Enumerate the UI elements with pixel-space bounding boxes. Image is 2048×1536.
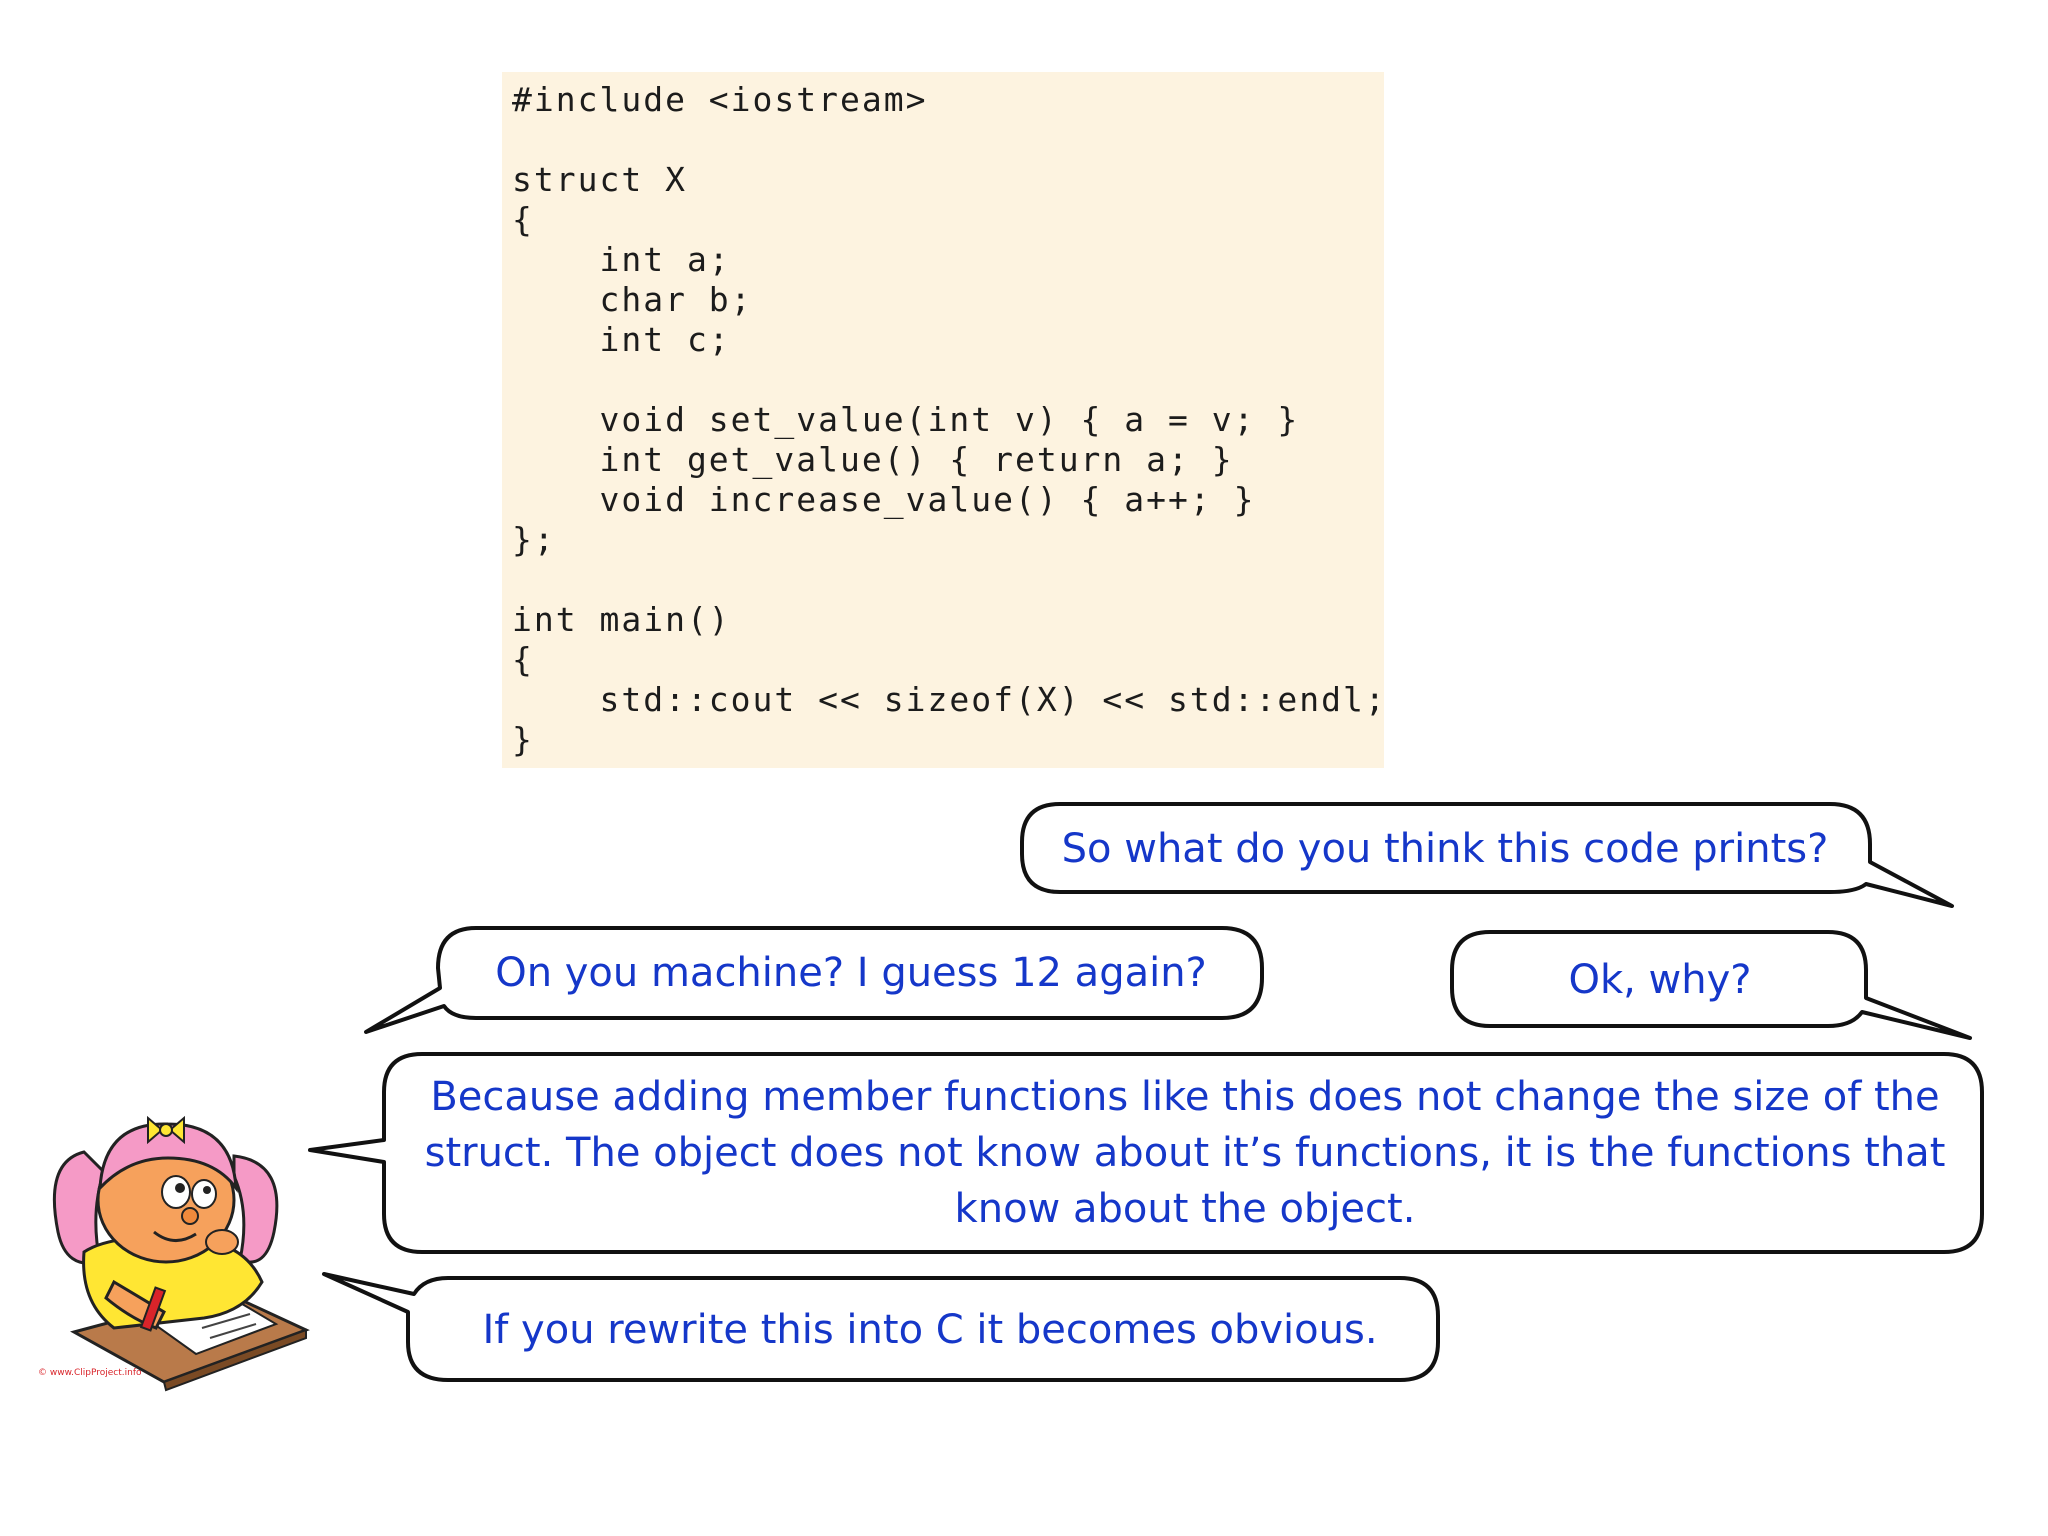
code-text: #include <iostream> struct X { int a; ch… — [512, 80, 1387, 760]
code-line: void increase_value() { a++; } — [512, 480, 1256, 519]
code-line: { — [512, 640, 534, 679]
code-line: int get_value() { return a; } — [512, 440, 1234, 479]
illustration-credit: © www.ClipProject.info — [38, 1368, 142, 1378]
bubble-guess — [364, 926, 1264, 1034]
bubble-why — [1450, 930, 1972, 1040]
code-line: } — [512, 720, 534, 759]
code-line: #include <iostream> — [512, 80, 928, 119]
bubble-explanation — [308, 1052, 1984, 1254]
code-line: std::cout << sizeof(X) << std::endl; — [512, 680, 1387, 719]
code-listing: #include <iostream> struct X { int a; ch… — [502, 72, 1387, 768]
explanation-text: Because adding member functions like thi… — [424, 1074, 1946, 1232]
code-line: struct X — [512, 160, 687, 199]
code-line: }; — [512, 520, 556, 559]
girl-writing-icon — [52, 1115, 310, 1392]
bubble-question — [1020, 802, 1954, 908]
code-line: int c; — [512, 320, 731, 359]
code-line: { — [512, 200, 534, 239]
code-line: int main() — [512, 600, 731, 639]
code-line: void set_value(int v) { a = v; } — [512, 400, 1300, 439]
code-line: char b; — [512, 280, 753, 319]
why-text: Ok, why? — [1568, 957, 1752, 1003]
bubble-hint — [322, 1272, 1440, 1382]
guess-text: On you machine? I guess 12 again? — [495, 950, 1207, 996]
question-text: So what do you think this code prints? — [1061, 826, 1829, 872]
hint-text: If you rewrite this into C it becomes ob… — [482, 1307, 1378, 1353]
code-line: int a; — [512, 240, 731, 279]
